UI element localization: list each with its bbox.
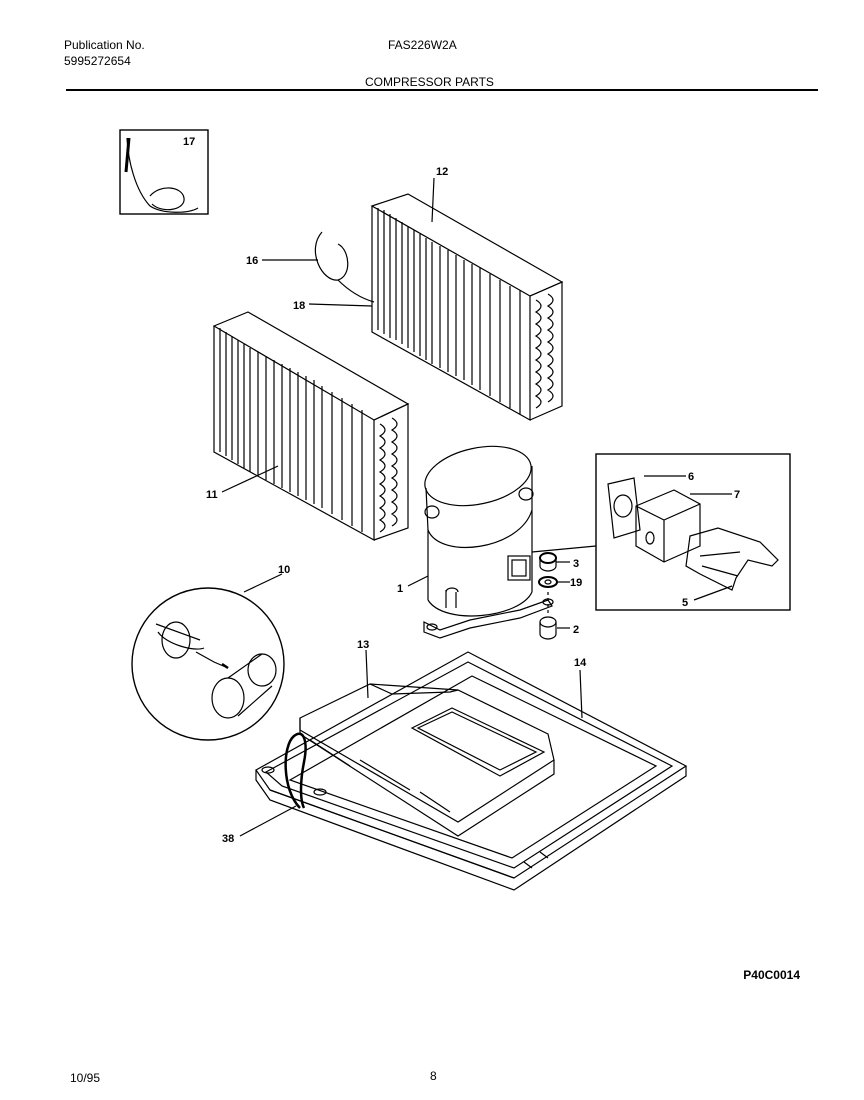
- part-2-spacer: [539, 592, 557, 640]
- callout-2: 2: [573, 624, 579, 636]
- callout-14: 14: [574, 657, 587, 669]
- callout-16: 16: [246, 255, 258, 267]
- part-16-capillary-tube: [314, 231, 375, 303]
- model-number: FAS226W2A: [388, 38, 457, 52]
- footer-date: 10/95: [70, 1071, 101, 1085]
- part-17-inset: [119, 129, 209, 215]
- publication-number: 5995272654: [64, 54, 131, 68]
- callout-19: 19: [570, 577, 582, 589]
- callout-11: 11: [206, 489, 218, 501]
- part-14-base-pan: [255, 651, 688, 891]
- callout-17: 17: [183, 136, 195, 148]
- page-number: 8: [430, 1069, 437, 1083]
- callout-38: 38: [222, 833, 234, 845]
- relay-overload-inset: [531, 453, 791, 611]
- header-rule: [66, 89, 818, 91]
- callout-18: 18: [293, 300, 305, 312]
- part-12-condenser-coil: [370, 193, 564, 422]
- callout-13: 13: [357, 639, 369, 651]
- callout-6: 6: [688, 471, 694, 483]
- part-38-clip: [284, 732, 307, 809]
- callout-10: 10: [278, 564, 290, 576]
- figure-code: P40C0014: [743, 968, 800, 982]
- callout-7: 7: [734, 489, 740, 501]
- part-13-drain-pan: [299, 683, 555, 837]
- callout-5: 5: [682, 597, 688, 609]
- part-3-grommet: [539, 552, 557, 572]
- publication-label: Publication No.: [64, 38, 145, 52]
- part-11-evaporator-coil: [212, 311, 410, 542]
- part-1-compressor: [423, 445, 554, 639]
- callout-3: 3: [573, 558, 579, 570]
- part-19-washer: [538, 576, 558, 588]
- callout-1: 1: [397, 583, 403, 595]
- section-title: COMPRESSOR PARTS: [365, 75, 494, 89]
- callout-12: 12: [436, 166, 448, 178]
- part-10-detail: [131, 587, 285, 741]
